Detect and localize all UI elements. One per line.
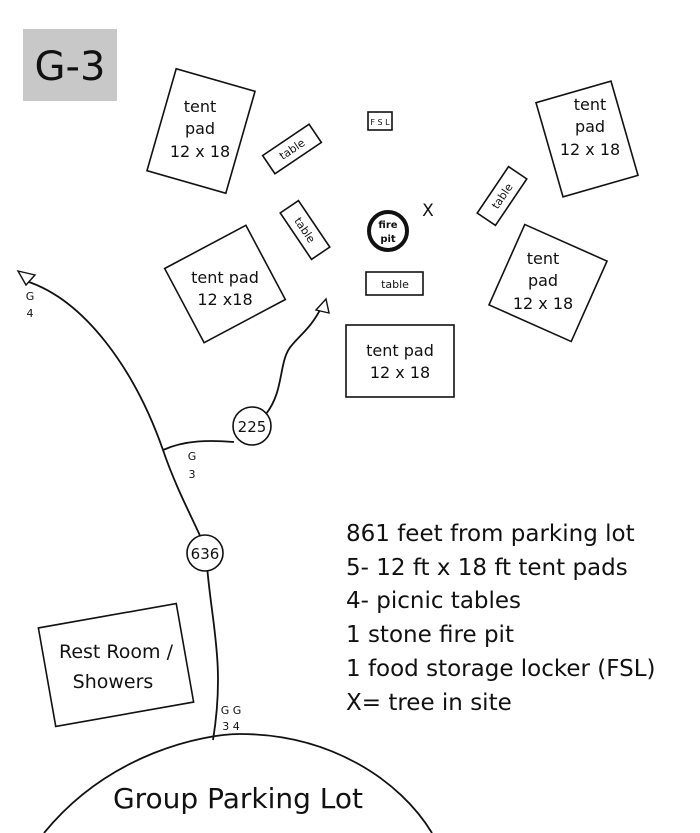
legend-fire-pit: 1 stone fire pit — [346, 622, 514, 649]
distance-badge-225 — [232, 406, 272, 446]
tent-pad-2 — [535, 80, 639, 198]
distance-225-label: 225 — [238, 418, 267, 436]
site-badge-background — [23, 29, 117, 101]
site-badge: G-3 — [23, 29, 117, 101]
site-info-legend: 861 feet from parking lot 5- 12 ft x 18 … — [346, 518, 656, 720]
tree-marker: X — [422, 201, 434, 221]
arrow-icon — [314, 297, 330, 314]
tent-pad-2-line-3: 12 x 18 — [560, 140, 620, 159]
distance-badge-636 — [186, 534, 224, 572]
legend-tree: X= tree in site — [346, 689, 512, 716]
distance-636-label: 636 — [191, 545, 220, 563]
legend-tent-pads: 5- 12 ft x 18 ft tent pads — [346, 554, 628, 581]
tent-pad-1-line-3: 12 x 18 — [170, 142, 230, 161]
fire-pit-line-1: fire — [378, 220, 397, 231]
food-storage-locker — [367, 111, 393, 131]
trail-marker-g4-line-1: G — [26, 290, 35, 303]
table-3-label: table — [381, 278, 409, 291]
arrow-icon — [16, 269, 37, 287]
tent-pad-outline — [487, 223, 609, 343]
tent-pad-outline — [145, 67, 257, 195]
main-trail — [25, 280, 219, 741]
spur-trail-right — [265, 305, 323, 415]
tent-pad-5-line-2: 12 x 18 — [370, 363, 430, 382]
legend-picnic-tables: 4- picnic tables — [346, 588, 522, 615]
tent-pad-3-line-1: tent pad — [191, 268, 259, 287]
tent-pad-4-line-2: pad — [528, 271, 558, 290]
parking-lot-label: Group Parking Lot — [113, 782, 363, 815]
trail-marker-gg-line-2: 3 4 — [222, 720, 240, 733]
table-1: table — [261, 123, 323, 175]
tent-pad-4-line-3: 12 x 18 — [513, 294, 573, 313]
restroom-building — [37, 602, 195, 728]
restroom-line-2: Showers — [73, 671, 154, 693]
group-parking-lot — [43, 733, 433, 833]
restroom-line-1: Rest Room / — [59, 641, 174, 663]
table-3 — [365, 271, 424, 296]
table-outline — [279, 199, 331, 261]
restroom-outline — [37, 602, 195, 728]
trail-marker-gg-line-1: G G — [221, 704, 242, 717]
tent-pad-1 — [145, 67, 257, 195]
tent-pad-3-line-2: 12 x18 — [197, 290, 252, 309]
spur-trail-left — [162, 440, 235, 451]
tent-pad-5 — [345, 324, 455, 398]
trail-marker-g3-line-1: G — [188, 450, 197, 463]
tent-pad-2-line-2: pad — [575, 117, 605, 136]
table-4: table — [476, 165, 528, 227]
tent-pad-2-line-1: tent — [574, 95, 607, 114]
trail-marker-g3-line-2: 3 — [189, 468, 196, 481]
legend-food-storage: 1 food storage locker (FSL) — [346, 655, 656, 682]
fsl-label: F S L — [370, 118, 390, 127]
legend-distance: 861 feet from parking lot — [346, 521, 635, 547]
tent-pad-4-line-1: tent — [527, 249, 560, 268]
trail-marker-g4-line-2: 4 — [27, 307, 34, 320]
table-outline — [261, 123, 323, 175]
fire-pit-line-2: pit — [380, 234, 396, 245]
fire-pit — [367, 210, 409, 252]
table-outline — [476, 165, 528, 227]
tent-pad-4 — [487, 223, 609, 343]
table-2: table — [279, 199, 331, 261]
tent-pad-1-line-2: pad — [185, 119, 215, 138]
tent-pad-3 — [163, 224, 287, 344]
tent-pad-1-line-1: tent — [184, 97, 217, 116]
tent-pad-outline — [535, 80, 639, 198]
tent-pad-5-line-1: tent pad — [366, 341, 434, 360]
tent-pad-outline — [163, 224, 287, 344]
site-label: G-3 — [35, 44, 106, 90]
